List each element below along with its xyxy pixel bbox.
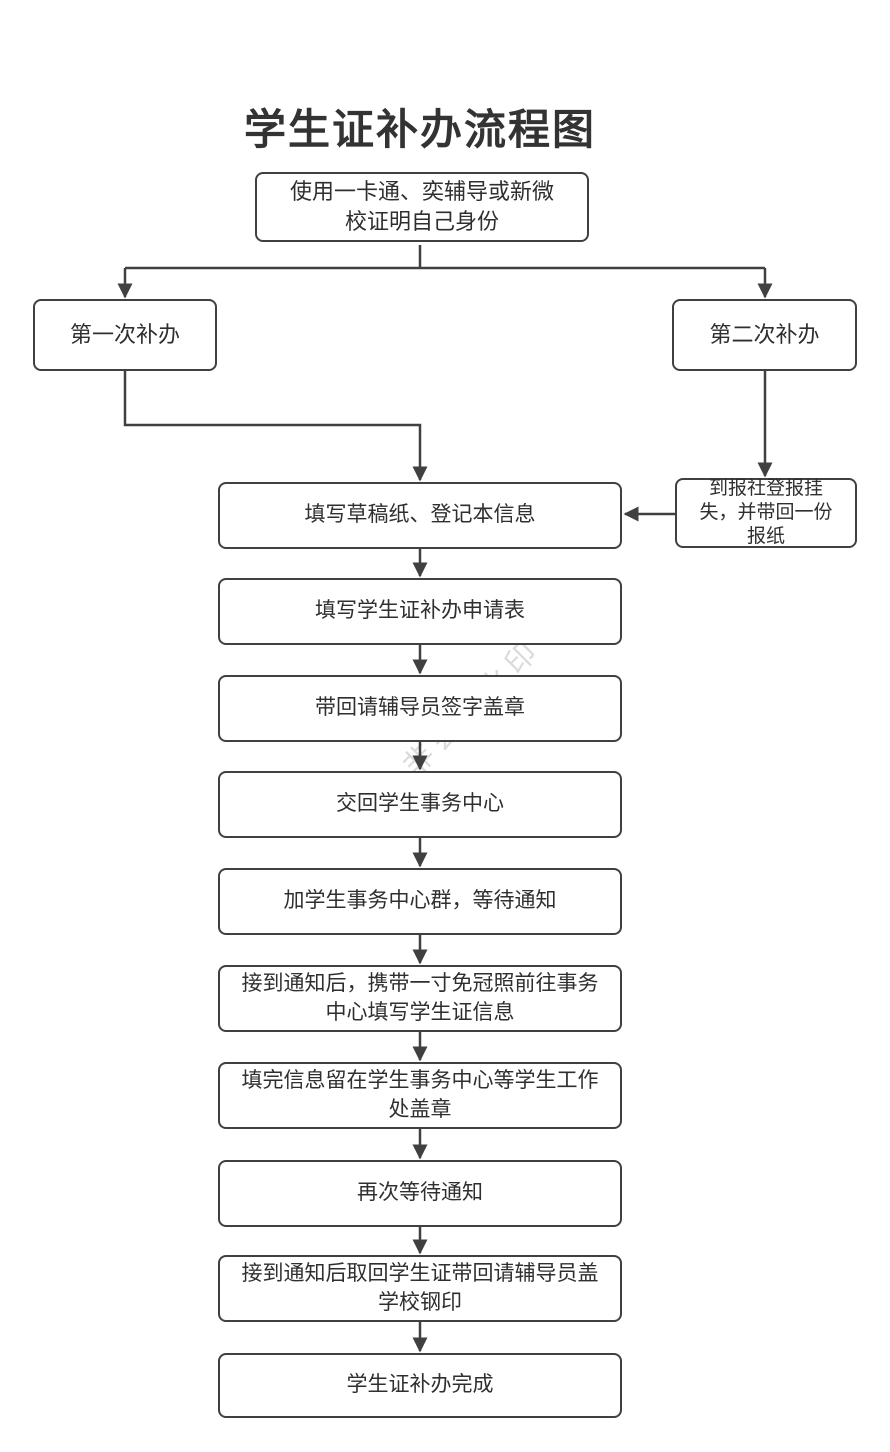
node-step-replacement-complete: 学生证补办完成 [218,1353,622,1418]
node-second-replacement: 第二次补办 [672,299,857,371]
edge-first-step0 [123,371,428,482]
node-step-wait-notice-again: 再次等待通知 [218,1160,622,1227]
node-step-fill-application-form: 填写学生证补办申请表 [218,578,622,645]
node-step-return-student-affairs-center: 交回学生事务中心 [218,771,622,838]
edge-identity-split [125,245,765,270]
node-identity-proof: 使用一卡通、奕辅导或新微 校证明自己身份 [255,172,589,242]
node-step-leave-for-office-stamp: 填完信息留在学生事务中心等学生工作 处盖章 [218,1062,622,1129]
node-step-bring-photo-fill-info: 接到通知后，携带一寸免冠照前往事务 中心填写学生证信息 [218,965,622,1032]
node-first-replacement: 第一次补办 [33,299,217,371]
node-step-fill-draft-register: 填写草稿纸、登记本信息 [218,482,622,549]
node-step-counselor-sign-stamp: 带回请辅导员签字盖章 [218,675,622,742]
page-title: 学生证补办流程图 [243,106,597,153]
node-step-retrieve-card-school-seal: 接到通知后取回学生证带回请辅导员盖 学校钢印 [218,1255,622,1322]
node-step-join-group-wait-notice: 加学生事务中心群，等待通知 [218,868,622,935]
node-newspaper-loss-report: 到报社登报挂 失，并带回一份 报纸 [675,478,857,548]
